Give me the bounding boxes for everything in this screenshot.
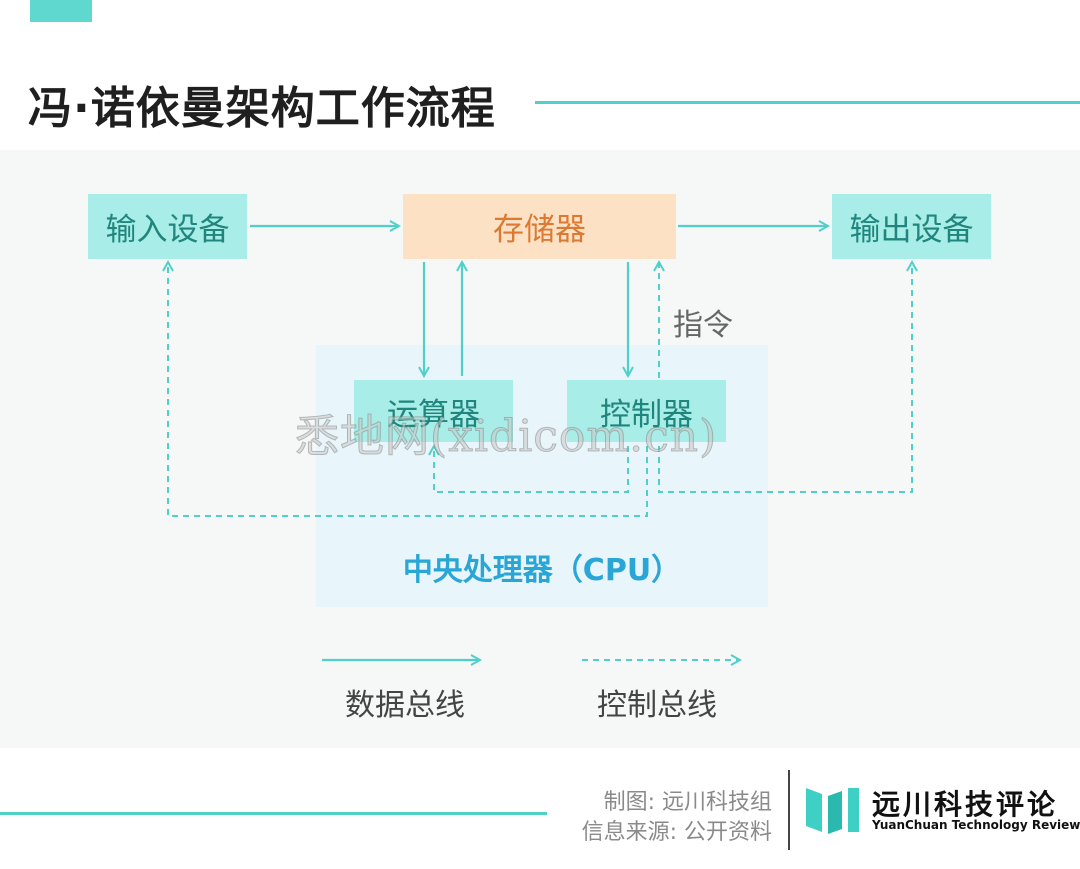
title-rule bbox=[535, 101, 1080, 104]
logo-english-name: YuanChuan Technology Review bbox=[872, 818, 1080, 832]
control-arrow-controller-to-alu bbox=[434, 446, 629, 493]
node-controller: 控制器 bbox=[567, 380, 726, 442]
logo-mark-icon bbox=[806, 788, 859, 834]
cpu-label: 中央处理器（CPU） bbox=[402, 553, 682, 588]
page-title: 冯·诺依曼架构工作流程 bbox=[28, 83, 496, 134]
legend-data-bus-label: 数据总线 bbox=[345, 688, 465, 723]
control-arrow-controller-to-output bbox=[658, 262, 912, 493]
top-accent-bar bbox=[30, 0, 92, 22]
credit-maker: 制图: 远川科技组 bbox=[603, 790, 772, 815]
control-arrow-controller-to-input bbox=[168, 262, 648, 517]
node-alu: 运算器 bbox=[354, 380, 513, 442]
instruction-label: 指令 bbox=[673, 308, 733, 343]
watermark: 悉地网(xidicom.cn) bbox=[294, 411, 718, 463]
node-input-device: 输入设备 bbox=[88, 194, 247, 259]
node-output-device: 输出设备 bbox=[832, 194, 991, 259]
logo-name: 远川科技评论 bbox=[872, 788, 1059, 821]
footer-rule bbox=[0, 812, 547, 815]
credit-source: 信息来源: 公开资料 bbox=[581, 820, 772, 845]
node-memory: 存储器 bbox=[403, 194, 676, 259]
footer-divider bbox=[788, 770, 790, 850]
legend-control-bus-label: 控制总线 bbox=[597, 688, 717, 723]
